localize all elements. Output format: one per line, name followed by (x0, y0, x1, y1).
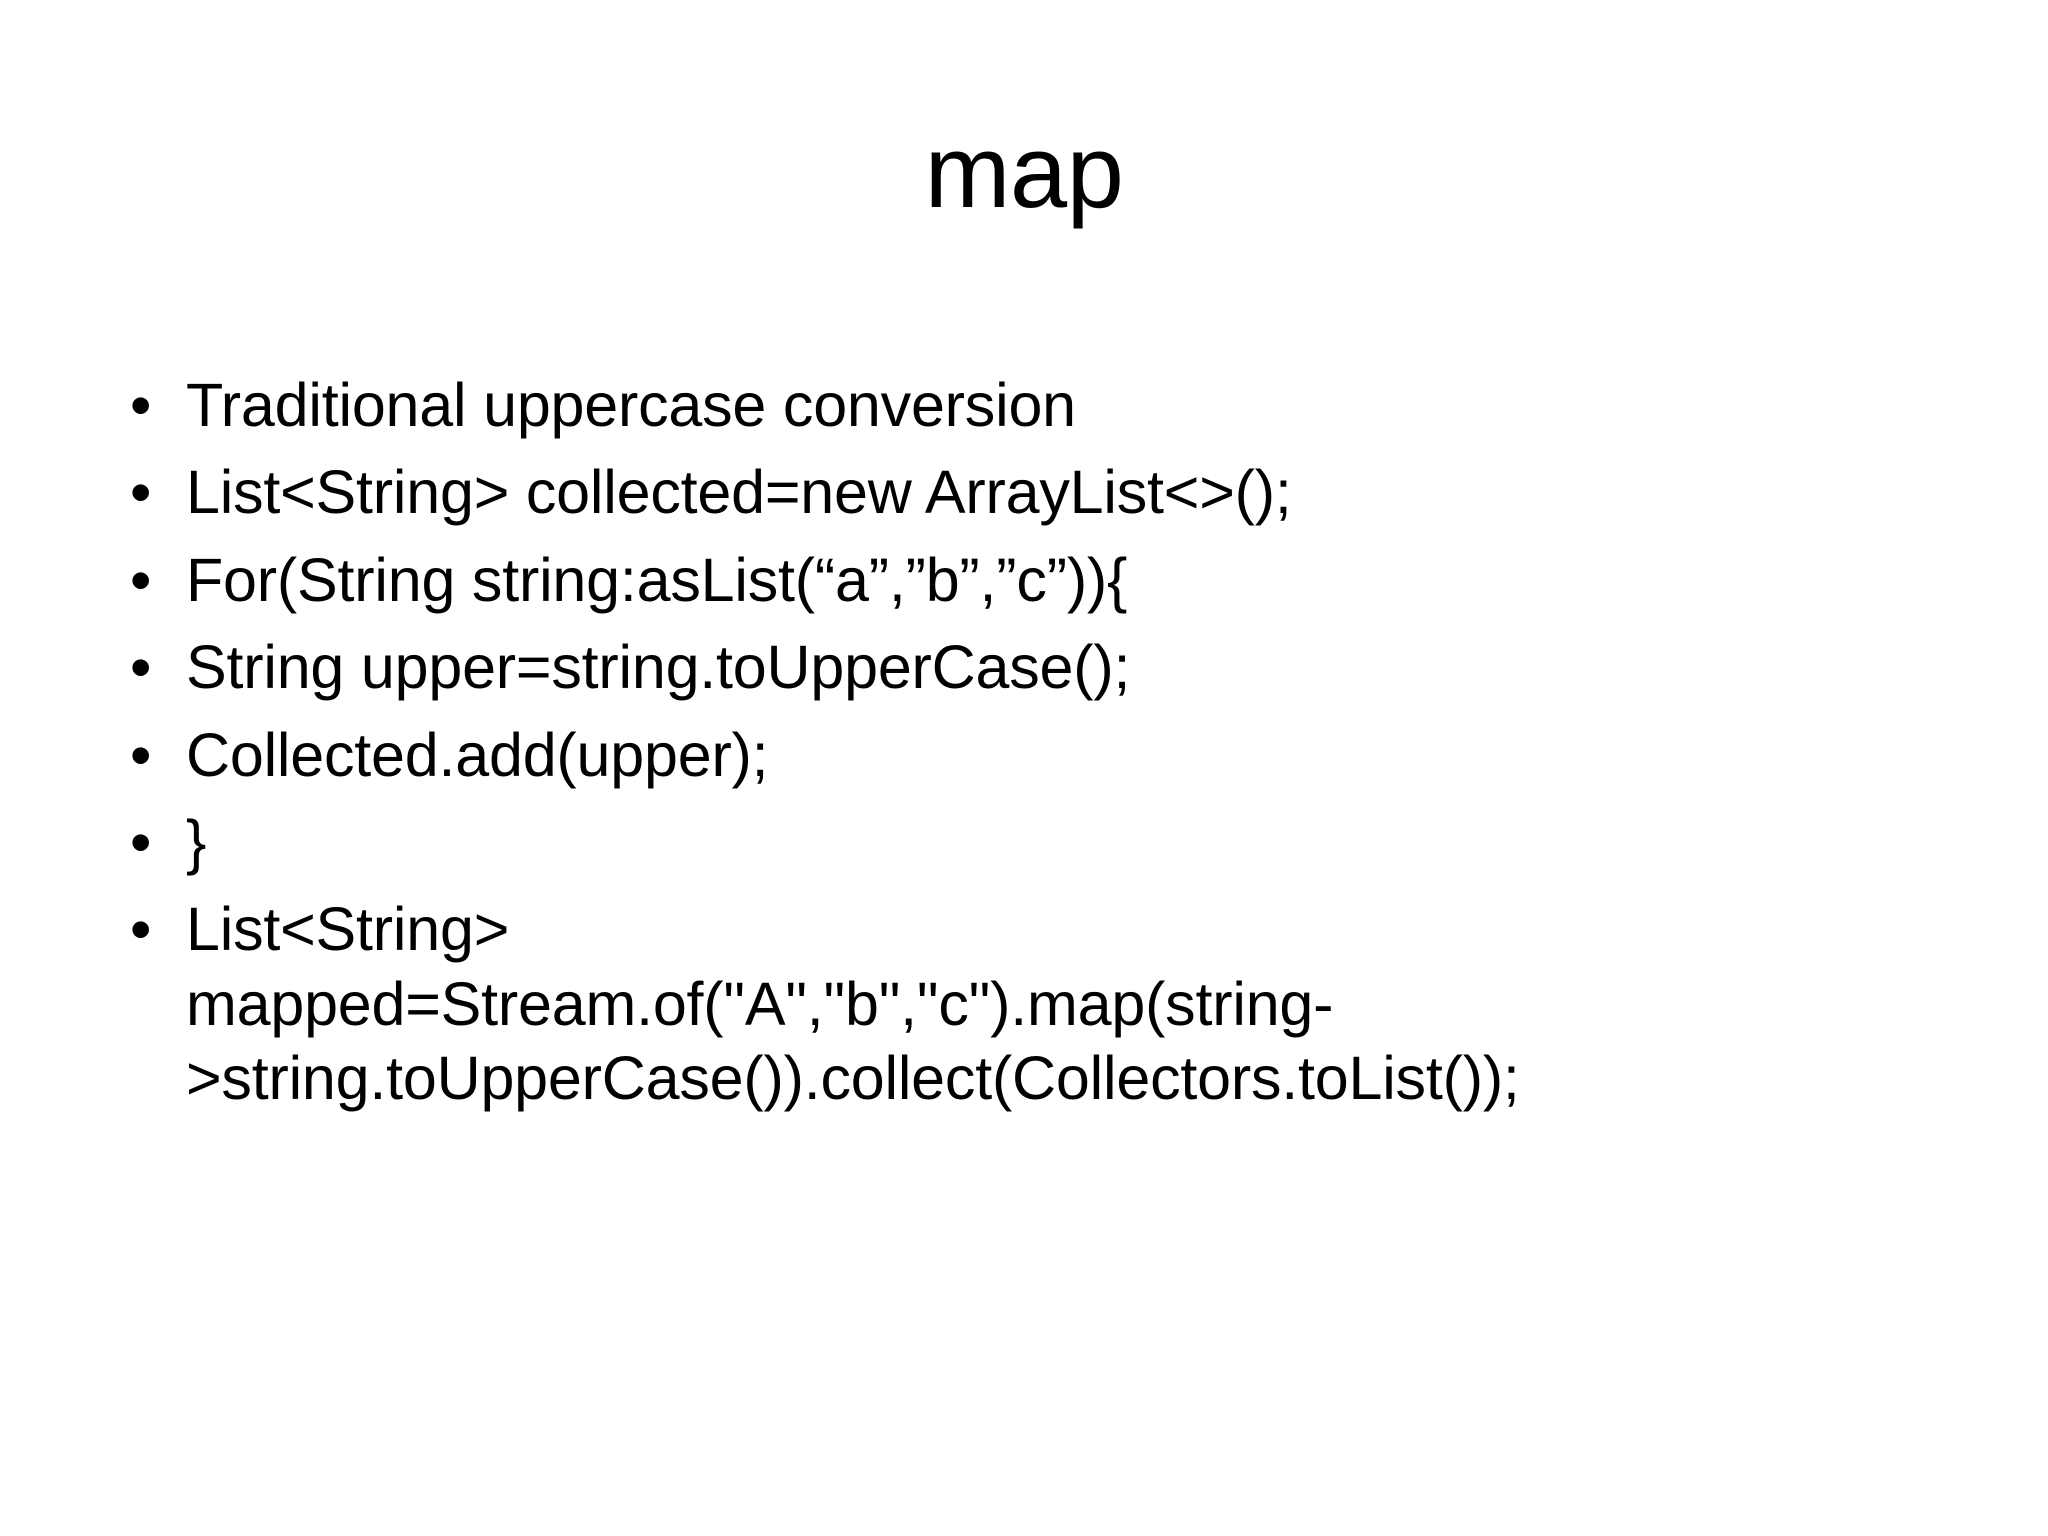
bullet-point-icon: • (130, 458, 152, 527)
list-item: • } (108, 805, 1968, 879)
list-item-label: String upper=string.toUpperCase(); (186, 633, 1131, 702)
bullet-point-icon: • (130, 633, 152, 702)
list-item: • String upper=string.toUpperCase(); (108, 630, 1968, 704)
list-item-label: For(String string:asList(“a”,”b”,”c”)){ (186, 545, 1128, 614)
list-item-label: Collected.add(upper); (186, 720, 769, 789)
bullet-point-icon: • (130, 371, 152, 439)
bullet-point-icon: • (130, 895, 152, 964)
list-item: • For(String string:asList(“a”,”b”,”c”))… (108, 543, 1968, 617)
list-item: • List<String> mapped=Stream.of("A","b",… (108, 892, 1968, 1115)
bullet-point-icon: • (130, 545, 152, 614)
list-item-label: List<String> mapped=Stream.of("A","b","c… (186, 895, 1520, 1113)
bullet-point-icon: • (130, 808, 152, 877)
page-title: map (924, 114, 1124, 229)
list-item: • List<String> collected=new ArrayList<>… (108, 455, 1968, 529)
bullet-list: • Traditional uppercase conversion • Lis… (108, 368, 1968, 1129)
list-item-label: Traditional uppercase conversion (186, 371, 1076, 439)
list-item: • Collected.add(upper); (108, 718, 1968, 792)
bullet-point-icon: • (130, 720, 152, 789)
list-item-label: } (186, 808, 207, 877)
list-item: • Traditional uppercase conversion (108, 368, 1968, 442)
list-item-label: List<String> collected=new ArrayList<>()… (186, 458, 1292, 527)
